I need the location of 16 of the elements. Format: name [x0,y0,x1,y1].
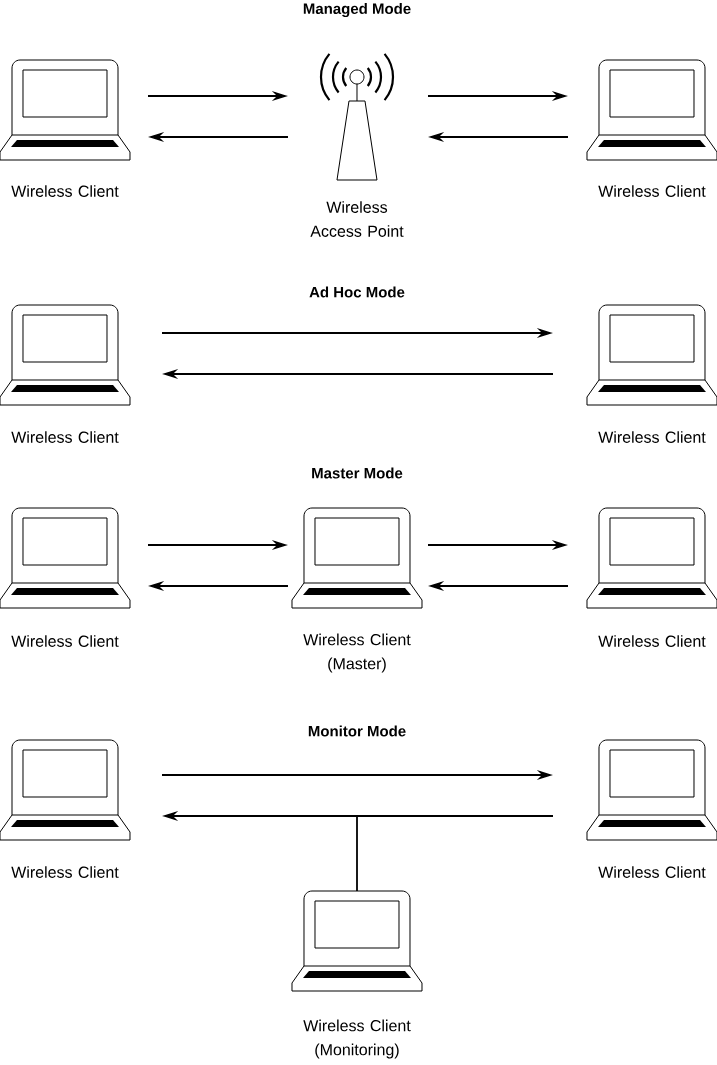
node-label: Wireless Client (Monitoring) [303,1019,411,1059]
section-heading: Monitor Mode [308,725,406,737]
node-label: Wireless Client (Master) [303,633,411,673]
node-label: Wireless Client [11,185,119,197]
section-heading: Ad Hoc Mode [309,286,405,298]
node-label: Wireless Client [598,185,706,197]
node-label: Wireless Client [11,866,119,878]
section-heading: Master Mode [312,467,403,479]
node-label: Wireless Client [598,866,706,878]
section-heading: Managed Mode [303,3,411,18]
node-label: Wireless Client [11,635,119,647]
node-label: Wireless Client [11,431,119,443]
connector-line [356,815,358,892]
node-label: Wireless Client [598,635,706,647]
node-label: Wireless Access Point [310,201,404,237]
node-label: Wireless Client [598,431,706,443]
